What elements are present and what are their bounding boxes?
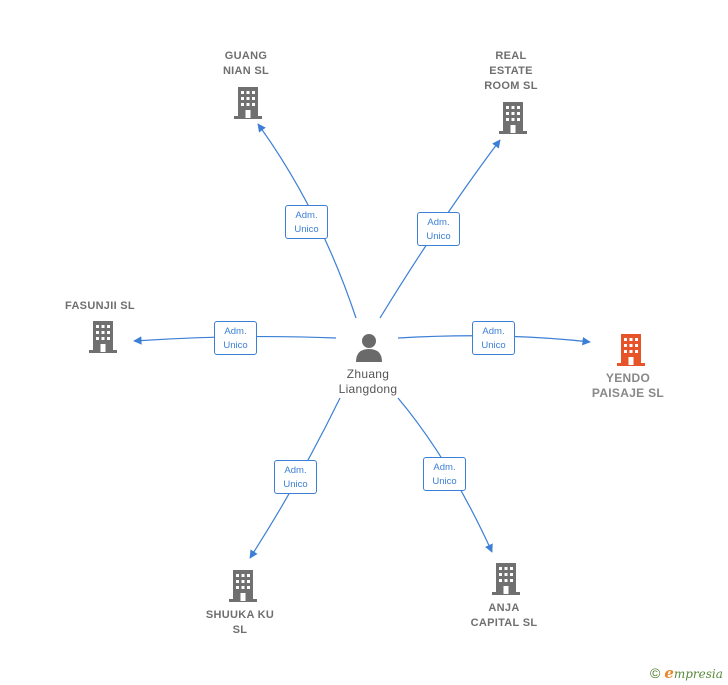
company-label-fasunjii[interactable]: FASUNJII SL [65, 300, 135, 312]
building-icon[interactable] [233, 86, 263, 120]
relation-tag: Adm.Unico [423, 457, 466, 491]
person-name[interactable]: Zhuang Liangdong [338, 367, 398, 396]
copyright-symbol: © [650, 665, 661, 681]
company-label-real[interactable]: REAL ESTATE ROOM SL [484, 50, 538, 92]
building-icon[interactable] [491, 562, 521, 596]
company-label-yendo[interactable]: YENDO PAISAJE SL [591, 371, 665, 400]
building-icon-highlight[interactable] [616, 333, 646, 367]
brand-initial: e [664, 664, 674, 682]
relation-tag: Adm.Unico [214, 321, 257, 355]
relation-tag: Adm.Unico [417, 212, 460, 246]
brand-logo[interactable]: ©empresia [650, 664, 723, 682]
brand-name: mpresia [673, 667, 723, 681]
company-label-guang[interactable]: GUANG NIAN SL [222, 50, 270, 77]
relation-tag: Adm.Unico [285, 205, 328, 239]
building-icon[interactable] [228, 569, 258, 603]
relation-tag: Adm.Unico [472, 321, 515, 355]
building-icon[interactable] [498, 101, 528, 135]
company-label-anja[interactable]: ANJA CAPITAL SL [470, 602, 538, 629]
person-icon [356, 334, 382, 362]
building-icon[interactable] [88, 320, 118, 354]
company-label-shuuka[interactable]: SHUUKA KU SL [205, 609, 275, 636]
relation-tag: Adm.Unico [274, 460, 317, 494]
